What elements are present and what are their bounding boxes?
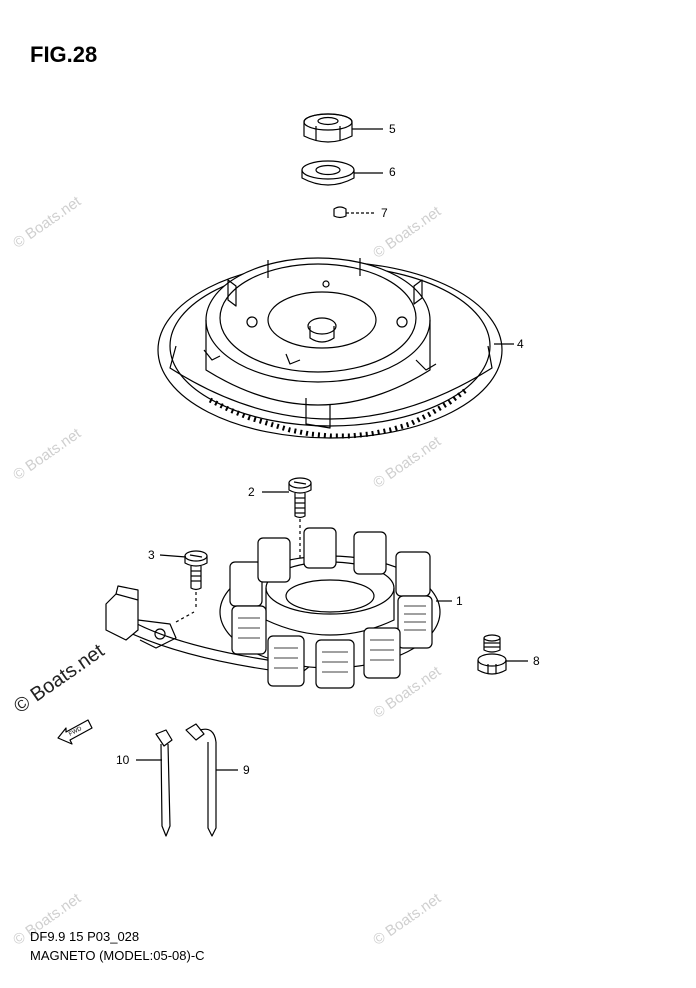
part-1-stator [105, 527, 441, 689]
callout-3: 3 [148, 548, 155, 562]
callout-8: 8 [533, 654, 540, 668]
part-6-washer [301, 160, 355, 186]
part-3-screw [184, 550, 208, 591]
part-9-cable-tie [185, 723, 217, 837]
part-2-screw [288, 477, 312, 519]
diagram-code: DF9.9 15 P03_028 [30, 929, 140, 944]
callout-1: 1 [456, 594, 463, 608]
diagram-caption: MAGNETO (MODEL:05-08)-C [30, 948, 205, 963]
part-5-nut [303, 113, 353, 143]
callout-2: 2 [248, 485, 255, 499]
part-8-bolt [477, 634, 507, 675]
part-4-flywheel [157, 257, 503, 439]
part-7-key [333, 206, 347, 219]
callout-7: 7 [381, 206, 388, 220]
callout-10: 10 [116, 753, 130, 767]
leader-line [159, 554, 187, 558]
part-10-cable-tie [155, 729, 173, 837]
figure-title: FIG.28 [30, 42, 98, 67]
callout-4: 4 [517, 337, 524, 351]
callout-6: 6 [389, 165, 396, 179]
callout-5: 5 [389, 122, 396, 136]
callout-9: 9 [243, 763, 250, 777]
fwd-arrow-icon [57, 719, 93, 745]
